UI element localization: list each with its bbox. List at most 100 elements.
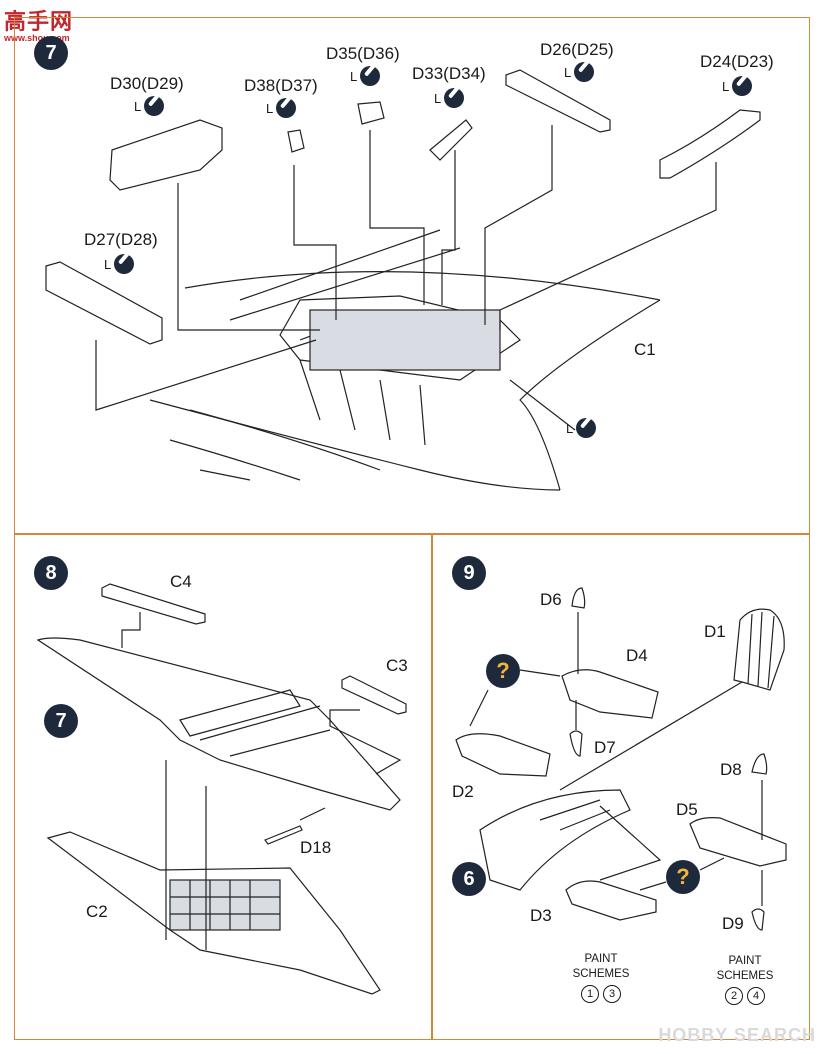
part-d1 [733, 608, 785, 691]
step8-frame [14, 534, 432, 1040]
label-d30: D30(D29) [110, 74, 184, 93]
glue-drop-icon [444, 88, 465, 108]
glue-d38: L [266, 98, 297, 118]
leader-q1 [519, 669, 561, 677]
step7-frame [14, 17, 810, 534]
sill [229, 229, 461, 321]
glue-drop-icon [576, 418, 597, 438]
glue-letter: L [350, 68, 358, 84]
glue-letter: L [434, 90, 442, 106]
glue-drop-icon [574, 62, 595, 82]
label-d7: D7 [594, 738, 616, 757]
label-d2: D2 [452, 782, 474, 801]
fuselage-top-edge [184, 271, 661, 301]
glue-letter: L [566, 420, 574, 436]
label-d8: D8 [720, 760, 742, 779]
scheme-number: 4 [747, 987, 765, 1005]
upper-wing-slots [199, 705, 331, 757]
scheme-number: 3 [603, 985, 621, 1003]
upper-wing [36, 637, 401, 811]
watermark: HOBBY SEARCH [658, 1025, 816, 1045]
lower-wing [46, 831, 381, 995]
part-d9 [751, 908, 765, 931]
glue-drop-icon [360, 66, 381, 86]
glue-d27: L [104, 254, 135, 274]
leader-d35 [369, 130, 425, 305]
glue-d26: L [564, 62, 595, 82]
lower-wing-grid-lines [170, 880, 280, 930]
label-d33: D33(D34) [412, 64, 486, 83]
part-d30 [109, 119, 223, 191]
glue-letter: L [134, 98, 142, 114]
label-d3: D3 [530, 906, 552, 925]
fuselage-rear-detail [539, 799, 611, 831]
glue-d24: L [722, 76, 753, 96]
part-d27 [45, 261, 163, 345]
upper-wing-cutout [179, 689, 301, 737]
part-d7 [569, 730, 583, 757]
leader-d27 [95, 339, 317, 411]
glue-d35: L [350, 66, 381, 86]
part-d4 [561, 669, 659, 719]
step-8-number: 8 [45, 561, 57, 584]
leader-d18 [299, 807, 326, 821]
leader-d38 [293, 165, 337, 320]
leader-d26 [484, 125, 553, 325]
fuselage-left-edge [149, 399, 561, 491]
step-7-ref-badge: 7 [44, 704, 78, 738]
leader-q3 [639, 881, 667, 891]
step-7-badge: 7 [34, 36, 68, 70]
glue-letter: L [104, 256, 112, 272]
part-d35 [357, 101, 385, 125]
glue-drop-icon [732, 76, 753, 96]
label-d18: D18 [300, 838, 332, 857]
part-c3 [341, 675, 407, 715]
paint-schemes-right: PAINT SCHEMES 2 4 [712, 954, 778, 1005]
leader-c3 [329, 709, 402, 775]
part-d6 [571, 587, 586, 609]
glue-d33: L [434, 88, 465, 108]
step9-frame [432, 534, 810, 1040]
leader-d1 [559, 681, 743, 791]
floor-lines [169, 409, 381, 481]
step-9-number: 9 [463, 561, 475, 584]
part-d3 [565, 880, 657, 921]
question-mark: ? [676, 864, 690, 889]
step-7-number: 7 [45, 41, 57, 64]
unknown-marker-1: ? [486, 654, 520, 688]
part-d8 [751, 753, 768, 775]
step-6-ref-number: 6 [463, 867, 475, 890]
site-logo-url: www.shou.com [4, 33, 70, 43]
question-mark: ? [496, 658, 510, 683]
glue-d30: L [134, 96, 165, 116]
glue-letter: L [266, 100, 274, 116]
part-d24 [659, 109, 761, 179]
label-c2: C2 [86, 902, 108, 921]
schemes-label: SCHEMES [716, 970, 774, 982]
fuselage-right-edge [519, 299, 661, 491]
leader-q4 [699, 857, 725, 871]
part-d33 [429, 119, 473, 161]
label-d6: D6 [540, 590, 562, 609]
frame-ribs [299, 359, 426, 446]
scheme-number: 1 [581, 985, 599, 1003]
part-d38 [287, 129, 305, 153]
schemes-label: SCHEMES [572, 968, 630, 980]
step-9-badge: 9 [452, 556, 486, 590]
site-logo: 高手网 www.shou.com [4, 4, 73, 43]
leader-glue [509, 379, 576, 431]
leader-d30 [177, 183, 320, 331]
paint-schemes-left: PAINT SCHEMES 1 3 [568, 952, 634, 1003]
part-d5 [689, 817, 787, 867]
label-d1: D1 [704, 622, 726, 641]
label-d4: D4 [626, 646, 648, 665]
fuselage-rear [479, 789, 631, 891]
step-7-ref-number: 7 [55, 709, 67, 732]
label-c4: C4 [170, 572, 192, 591]
label-c3: C3 [386, 656, 408, 675]
lower-wing-grid [169, 879, 281, 931]
label-d24: D24(D23) [700, 52, 774, 71]
leader-d33 [441, 150, 456, 305]
